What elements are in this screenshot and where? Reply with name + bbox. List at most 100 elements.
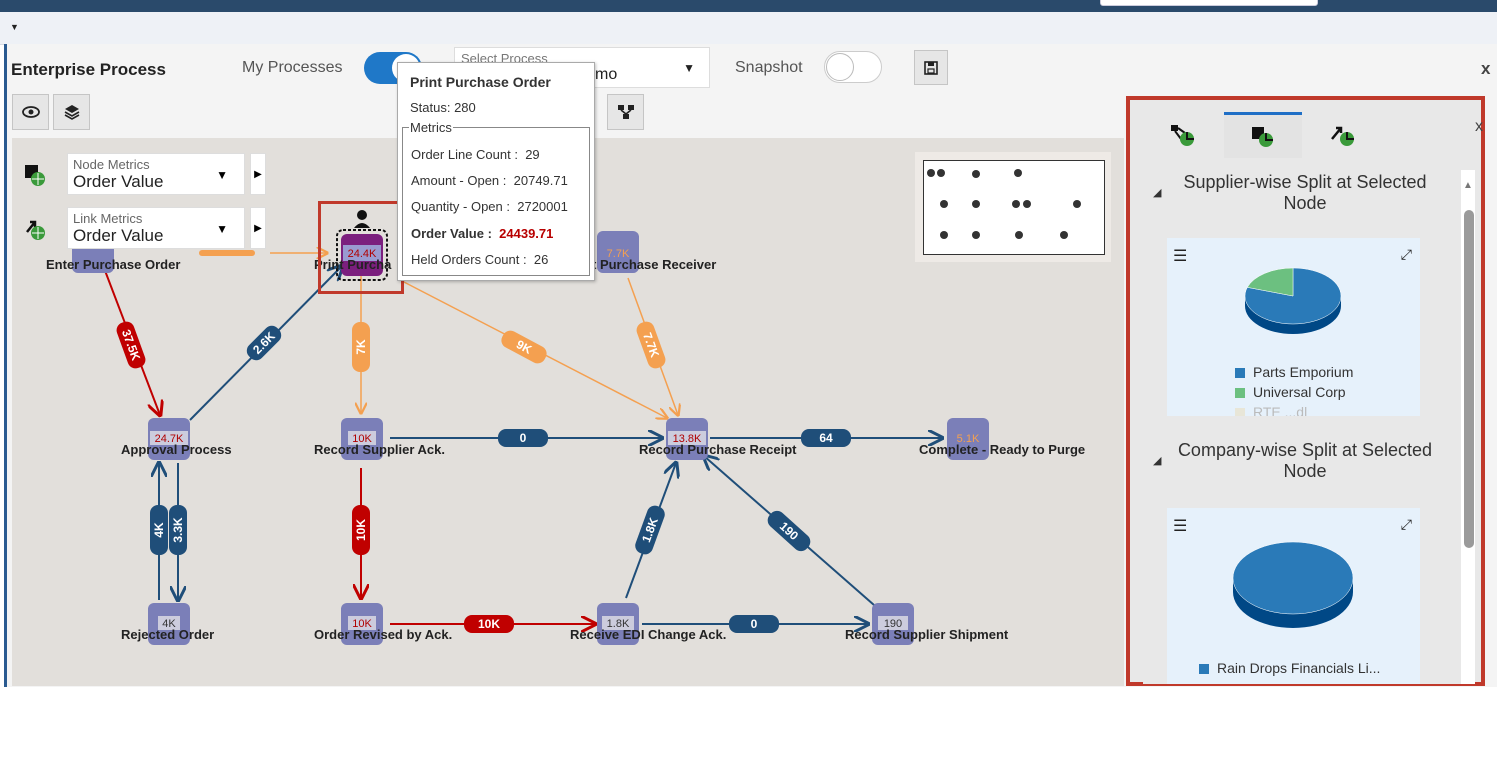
node-approval[interactable]: 24.7K [148,418,190,460]
edge-label: 3.3K [171,517,185,543]
legend-swatch [1199,664,1209,674]
hamburger-menu-icon[interactable]: ☰ [1173,518,1188,535]
link-metrics-value: Order Value [73,226,164,245]
expand-icon[interactable]: ⤢ [1400,246,1412,262]
panel-close-button[interactable]: x [1475,118,1483,135]
node-metrics-dropdown[interactable]: Node Metrics Order Value ▼ [67,153,245,195]
global-search-input[interactable] [1100,0,1318,6]
node-receiver[interactable]: 7.7K [597,231,639,273]
minimap-node [972,200,980,208]
layout-button[interactable] [607,94,644,130]
layers-button[interactable] [53,94,90,130]
tooltip-metrics: Metrics [402,120,590,276]
sub-bar: ▼ [0,12,1497,45]
save-button[interactable] [914,50,948,85]
node-receipt[interactable]: 13.8K [666,418,708,460]
node-label-supplier-ack: Record Supplier Ack. [314,442,445,457]
node-value: 13.8K [673,433,702,445]
scrollbar-thumb[interactable] [1464,210,1474,548]
supplier-pie-chart[interactable] [1167,256,1420,356]
node-label-enter: Enter Purchase Order [46,257,181,272]
tab-node-split[interactable] [1224,112,1302,158]
panel-tabs: x [1130,100,1483,158]
minimap-node [1014,169,1022,177]
tooltip-row: Amount - Open : 20749.71 [411,173,568,188]
tab-process-flow[interactable] [1144,112,1222,158]
minimap-node [1060,231,1068,239]
legend-item[interactable]: Universal Corp [1235,384,1346,400]
tooltip-row-label: Amount - Open : [411,173,507,188]
collapse-triangle-icon[interactable]: ◢ [1153,455,1162,467]
edge-label: 0 [751,617,758,631]
node-value: 7.7K [607,248,630,260]
node-edi[interactable]: 1.8K [597,603,639,645]
pie-slice-1[interactable] [1246,267,1294,297]
minimap-node [1023,200,1031,208]
legend-swatch [1235,388,1245,398]
minimap-viewport [923,160,1105,255]
edge-label: 10K [354,519,368,541]
legend-item[interactable]: RTE ...dl [1235,404,1307,416]
node-value: 24.7K [155,433,184,445]
node-revised[interactable]: 10K [341,603,383,645]
node-rejected[interactable]: 4K [148,603,190,645]
legend-item[interactable]: Rain Drops Financials Li... [1199,660,1380,676]
edge-label: 4K [152,522,166,538]
link-metrics-icon [26,220,45,240]
node-shipment[interactable]: 190 [872,603,914,645]
process-flow-icon [1171,125,1194,146]
layers-icon [64,105,79,120]
close-button[interactable]: x [1481,59,1491,78]
pie-side [1245,296,1341,334]
analysis-side-panel: x ◢ Supplier-wise Split at Selected Node… [1126,96,1485,686]
pie-slice-0[interactable] [1232,541,1354,615]
legend-label: Parts Emporium [1253,364,1354,380]
minimap-node [1015,231,1023,239]
collapse-triangle-icon[interactable]: ◢ [1153,187,1162,199]
legend-item[interactable]: Parts Emporium [1235,364,1353,380]
edge-label: 0 [520,431,527,445]
supplier-pie-chart-card: ☰ ⤢ Parts Emporium Universal Corp RTE ..… [1167,238,1420,416]
legend-swatch [1235,408,1245,416]
node-label-receiver: t Purchase Receiver [592,257,717,272]
selected-node-highlight [318,201,404,294]
node-label-receipt: Record Purchase Receipt [639,442,797,457]
node-value: 10K [352,618,372,630]
node-print[interactable]: 24.4K [336,210,388,281]
caret-down-icon[interactable]: ▼ [10,22,19,32]
page-title: Enterprise Process [11,60,166,79]
node-complete[interactable]: 5.1K [947,418,989,460]
scroll-up-icon[interactable]: ▲ [1463,180,1473,191]
tab-link-split[interactable] [1304,112,1382,158]
link-metrics-dropdown[interactable]: Link Metrics Order Value ▼ [67,207,245,249]
node-metrics-expand-button[interactable]: ▶ [250,153,266,195]
tooltip-row-value: 20749.71 [513,173,568,188]
node-value: 4K [162,618,176,630]
company-pie-chart[interactable] [1167,538,1420,648]
node-label-print: Print Purcha [314,257,392,272]
node-value: 24.4K [348,248,377,260]
link-metrics-expand-button[interactable]: ▶ [250,207,266,249]
company-pie-chart-card: ☰ ⤢ Rain Drops Financials Li... [1167,508,1420,684]
minimap[interactable] [915,152,1111,262]
section-title-supplier: Supplier-wise Split at Selected Node [1183,172,1427,213]
node-supplier-ack[interactable]: 10K [341,418,383,460]
save-icon [924,60,938,75]
tooltip-row-value: 29 [525,147,540,162]
panel-scrollbar[interactable]: ▲ [1461,170,1475,684]
link-metrics-label: Link Metrics [73,211,143,226]
my-processes-label: My Processes [242,59,343,76]
toggle-knob [826,53,854,81]
expand-icon[interactable]: ⤢ [1400,516,1412,532]
minimap-node [972,231,980,239]
view-toggle-button[interactable] [12,94,49,130]
chevron-down-icon: ▼ [216,222,228,236]
chevron-down-icon: ▼ [216,168,228,182]
node-value: 5.1K [957,433,980,445]
tooltip-row: Order Value : 24439.71 [411,226,553,241]
tooltip-row-label: Order Line Count : [411,147,518,162]
snapshot-toggle[interactable] [824,51,882,83]
tooltip-status: Status: 280 [410,100,476,115]
hamburger-menu-icon[interactable]: ☰ [1173,248,1188,265]
tooltip-metrics-legend: Metrics [410,120,452,135]
